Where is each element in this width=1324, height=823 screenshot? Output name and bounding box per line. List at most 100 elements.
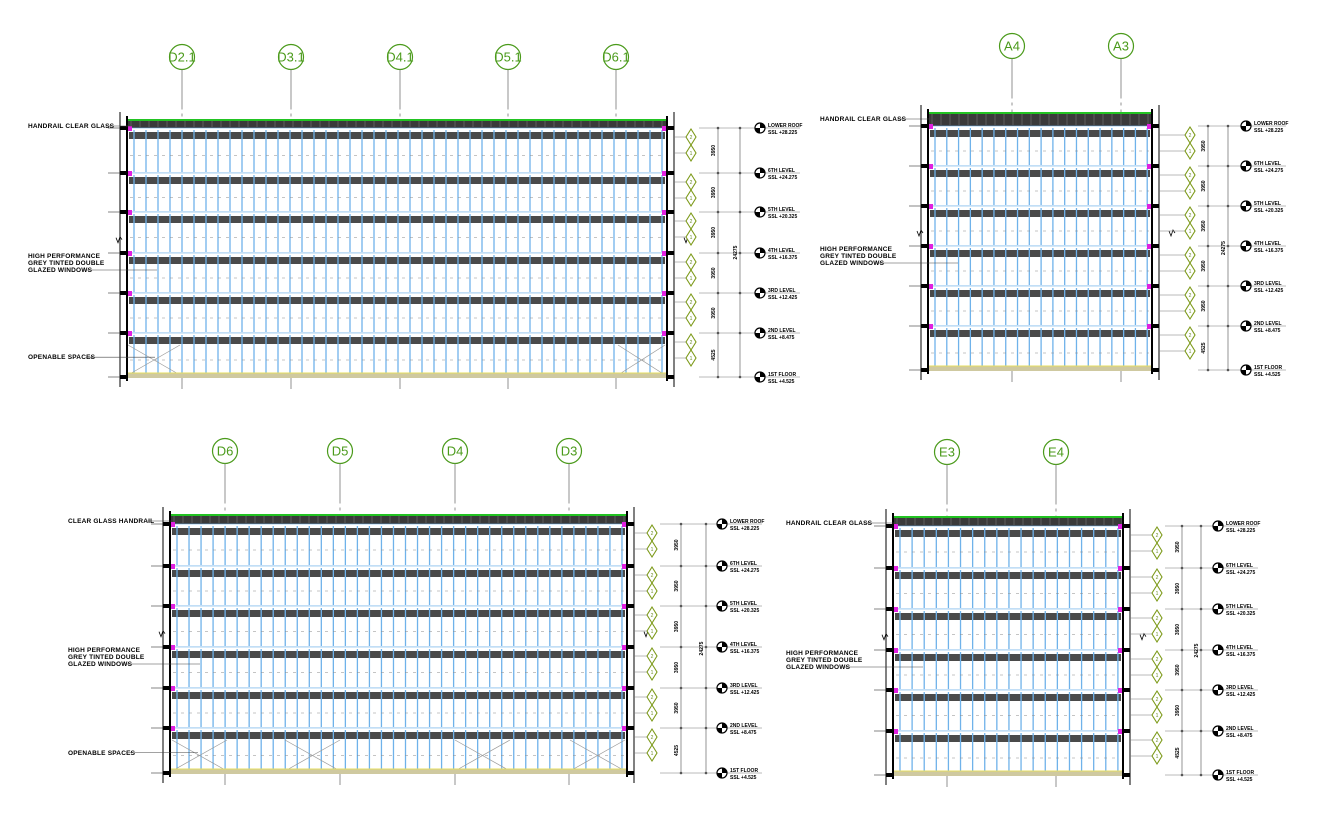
slab-edge-right: [627, 564, 634, 568]
column-marker-left: [127, 171, 132, 176]
level-name: LOWER ROOF: [1254, 121, 1288, 127]
slab-edge-left: [120, 331, 127, 335]
dimension-floor-height: 3950: [1201, 220, 1207, 231]
tag-number: 1: [651, 670, 654, 676]
tag-number: 1: [1156, 549, 1159, 555]
window-type-tag: 2: [674, 252, 697, 272]
dimension-tick: [704, 522, 708, 526]
break-line-mark: [916, 229, 924, 238]
column-marker-right: [622, 604, 627, 609]
dimension-floor-height: 3950: [1175, 541, 1181, 552]
level-datum-icon-fill: [1213, 731, 1218, 736]
column-marker-right: [1147, 204, 1152, 209]
column-marker-left: [928, 244, 933, 249]
level-datum-icon-fill: [755, 293, 760, 298]
level-ssl: SSL +12.425: [1226, 692, 1255, 698]
spandrel-panel: [930, 290, 1150, 297]
level-datum-icon-fill: [760, 168, 765, 173]
window-type-tag: 1: [1159, 141, 1196, 161]
dimension-floor-height: 4525: [1201, 342, 1207, 353]
level-datum-icon-fill: [1213, 568, 1218, 573]
level-name: 3RD LEVEL: [768, 288, 796, 294]
level-datum-icon-fill: [760, 288, 765, 293]
level-datum-icon-fill: [1246, 121, 1251, 126]
dimension-tick: [716, 251, 720, 255]
dimension-tick: [1226, 204, 1230, 208]
level-ssl: SSL +16.375: [1254, 248, 1283, 254]
level-datum-icon-fill: [717, 566, 722, 571]
dimension-tick: [1180, 524, 1184, 528]
level-datum-icon-fill: [1241, 246, 1246, 251]
level-ssl: SSL +16.375: [1226, 652, 1255, 658]
tag-number: 2: [690, 180, 693, 186]
window-type-tag: 2: [674, 292, 697, 312]
note-glazing-line: HIGH PERFORMANCE: [28, 253, 101, 260]
tag-number: 1: [1156, 591, 1159, 597]
tag-number: 2: [1156, 533, 1159, 539]
level-datum-icon-fill: [722, 601, 727, 606]
dimension-floor-height: 3950: [674, 539, 680, 550]
slab-edge-right: [627, 726, 634, 730]
dimension-tick: [738, 251, 742, 255]
tag-diamond: [646, 621, 658, 641]
level-datum-icon-fill: [1246, 201, 1251, 206]
dimension-tick: [716, 210, 720, 214]
level-ssl: SSL +4.525: [730, 775, 757, 781]
note-glazing-line: GLAZED WINDOWS: [68, 661, 133, 668]
column-marker-left: [127, 126, 132, 131]
level-datum-icon-fill: [717, 524, 722, 529]
tag-diamond: [646, 539, 658, 559]
level-datum-icon-fill: [1246, 241, 1251, 246]
window-type-tag: 2: [674, 172, 697, 192]
tag-number: 2: [651, 613, 654, 619]
level-datum-icon-fill: [722, 561, 727, 566]
window-type-tag: 2: [1130, 567, 1163, 587]
floor-band: [126, 251, 668, 294]
tag-number: 1: [1189, 269, 1192, 275]
level-datum-icon-fill: [1218, 521, 1223, 526]
slab-edge-left: [921, 284, 928, 288]
dimension-tick: [1199, 648, 1203, 652]
tag-diamond: [1184, 261, 1196, 281]
break-line-mark: [115, 235, 123, 244]
column-marker-right: [662, 126, 667, 131]
tag-number: 2: [651, 531, 654, 537]
dimension-tick: [716, 171, 720, 175]
note-glazing-line: HIGH PERFORMANCE: [820, 246, 893, 253]
dimension-tick: [1206, 244, 1210, 248]
dimension-tick: [1180, 729, 1184, 733]
window-type-tag: 1: [1159, 181, 1196, 201]
spandrel-panel: [895, 735, 1121, 742]
tag-number: 2: [1189, 173, 1192, 179]
column-marker-right: [1147, 324, 1152, 329]
floor-band: [927, 164, 1153, 207]
dimension-floor-height: 3950: [711, 145, 717, 156]
level-ssl: SSL +20.325: [730, 608, 759, 614]
tag-number: 1: [651, 589, 654, 595]
level-datum-icon-fill: [1241, 326, 1246, 331]
grid-label: D3.1: [277, 50, 304, 65]
slab-edge-left: [163, 771, 170, 775]
spandrel-panel: [930, 330, 1150, 337]
window-type-tag: 1: [1130, 624, 1163, 644]
window-type-tag: 1: [1130, 705, 1163, 725]
floor-band: [892, 607, 1124, 651]
slab-edge-right: [1152, 284, 1159, 288]
column-marker-right: [1118, 648, 1123, 653]
dimension-tick: [1226, 368, 1230, 372]
dimension-tick: [1206, 284, 1210, 288]
floor-band: [169, 522, 628, 567]
tag-number: 2: [1189, 133, 1192, 139]
tag-diamond: [685, 268, 697, 288]
tag-diamond: [1184, 301, 1196, 321]
level-datum-icon-fill: [755, 173, 760, 178]
